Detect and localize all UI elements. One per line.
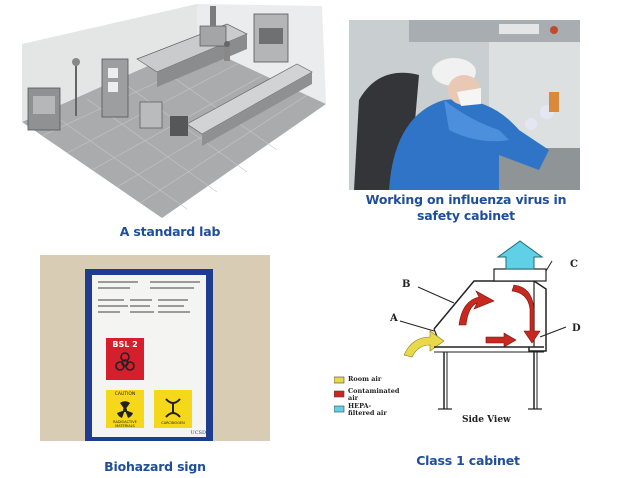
legend-contaminated-air-swatch	[334, 390, 345, 398]
safety-cabinet-photo	[349, 20, 580, 190]
standard-lab-illustration	[22, 4, 326, 218]
class1-cabinet-diagram: B A C D Room air Contaminated air HEPA-f…	[334, 239, 598, 439]
hepa-filter-housing	[493, 268, 547, 282]
hepa-air-arrow	[496, 240, 544, 270]
contaminated-air-arrow-2	[511, 284, 541, 344]
label-c: C	[570, 259, 578, 270]
label-b: B	[402, 279, 411, 290]
legend-room-air: Room air	[348, 375, 382, 383]
bsl-label: BSL 2	[112, 340, 138, 349]
sign-frame	[40, 255, 270, 441]
radiation-icon	[117, 401, 133, 418]
cabinet-diagram-drawing	[334, 240, 567, 413]
flask	[549, 92, 559, 112]
side-view-label: Side View	[462, 415, 511, 425]
bsl2-placard	[106, 338, 144, 380]
worker-body	[389, 99, 549, 190]
caption-photo: Working on influenza virus in safety cab…	[365, 192, 567, 223]
radioactive-label: RADIOACTIVE MATERIALS	[113, 420, 137, 428]
cabinet-outline	[433, 280, 547, 352]
caption-class1-cabinet: Class 1 cabinet	[416, 453, 520, 468]
biohazard-sign-photo: BSL 2 CAUTION RADIOACTIVE MATERIALS CARC…	[40, 255, 270, 441]
biohazard-icon	[115, 352, 135, 371]
caution-label: CAUTION	[114, 392, 136, 397]
label-d: D	[572, 323, 581, 334]
legend-hepa-air: HEPA-filtered air	[348, 402, 387, 417]
legend-hepa-air-swatch	[334, 405, 345, 413]
legend-room-air-swatch	[334, 376, 345, 384]
carcinogen-label: CARCINOGEN	[161, 421, 185, 425]
lab-person	[224, 41, 230, 47]
carcinogen-icon	[165, 398, 181, 418]
caption-standard-lab: A standard lab	[119, 224, 221, 239]
contaminated-air-arrow-1	[458, 290, 495, 326]
room-air-arrow	[403, 330, 445, 358]
legend-contaminated-air: Contaminated air	[348, 387, 400, 402]
ucsd-logo: UCSD	[190, 430, 206, 436]
caption-biohazard-sign: Biohazard sign	[104, 459, 206, 474]
label-a: A	[390, 313, 398, 324]
contaminated-air-arrow-3	[485, 332, 517, 348]
lab-waste-bin	[170, 116, 188, 136]
